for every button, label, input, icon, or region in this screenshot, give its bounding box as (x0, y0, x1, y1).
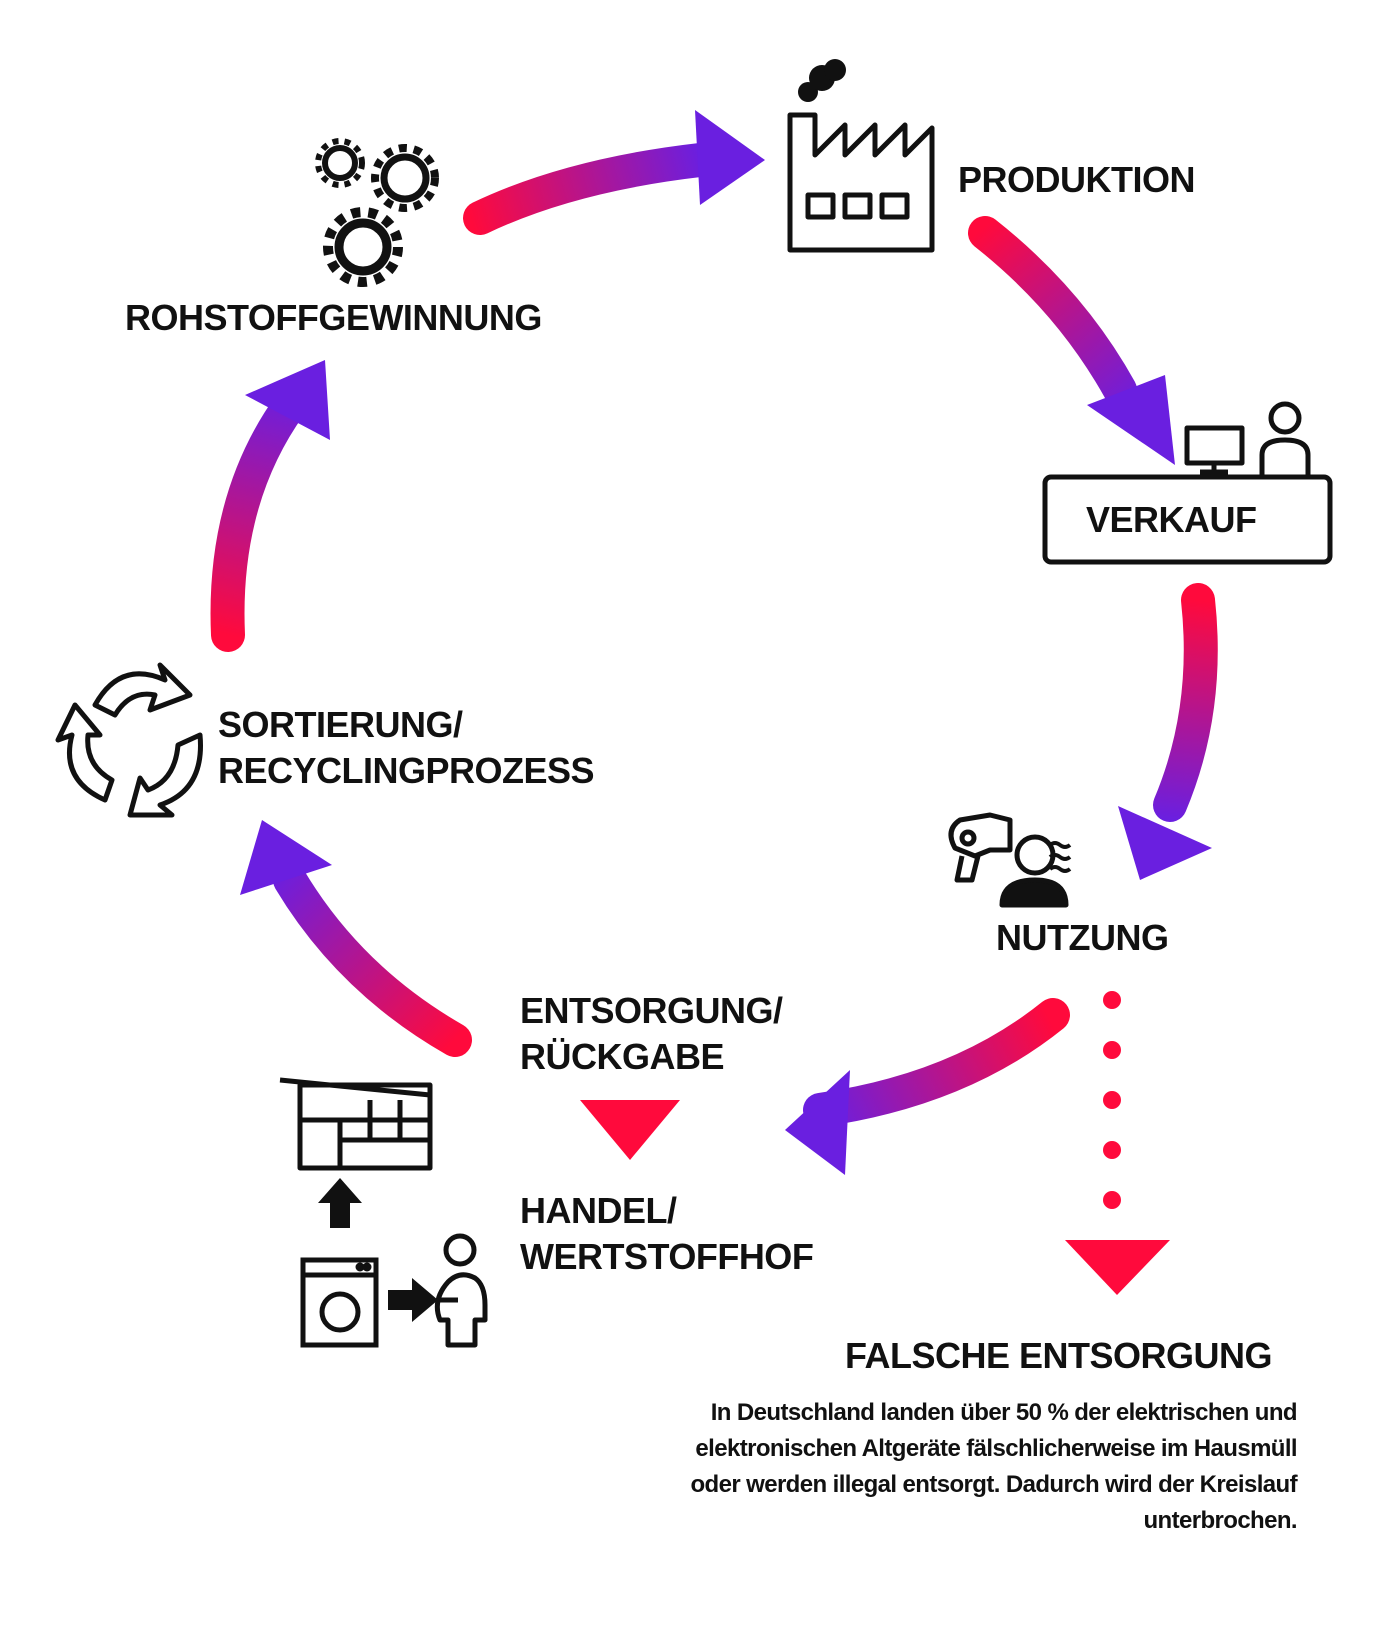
label-rohstoffgewinnung: ROHSTOFFGEWINNUNG (125, 297, 542, 338)
label-sortierung-line1: SORTIERUNG/ (218, 704, 463, 745)
dotted-line-falsche-entsorgung (1103, 991, 1121, 1209)
recycle-icon (55, 662, 203, 818)
label-nutzung: NUTZUNG (996, 917, 1169, 958)
washing-machine-icon (300, 1257, 379, 1348)
label-handel-line1: HANDEL/ (520, 1190, 677, 1231)
building-icon (279, 1077, 433, 1171)
falsche-entsorgung-text: In Deutschland landen über 50 % der elek… (537, 1395, 1297, 1539)
label-verkauf: VERKAUF (1086, 499, 1257, 540)
label-sortierung-line2: RECYCLINGPROZESS (218, 750, 595, 791)
falsche-entsorgung-triangle (1065, 1240, 1170, 1295)
label-entsorgung-line2: RÜCKGABE (520, 1036, 725, 1077)
right-arrow-icon (388, 1278, 438, 1322)
falsche-entsorgung-title: FALSCHE ENTSORGUNG (845, 1335, 1273, 1376)
arrow-entsorgung-to-sortierung (240, 820, 472, 1057)
label-produktion: PRODUKTION (958, 159, 1196, 200)
note-line: In Deutschland landen über 50 % der elek… (710, 1399, 1298, 1426)
hairdryer-person-icon (948, 812, 1072, 908)
person-icon (434, 1233, 488, 1348)
entsorgung-down-triangle (580, 1100, 680, 1160)
arrow-verkauf-to-nutzung (1118, 583, 1218, 880)
label-entsorgung-line1: ENTSORGUNG/ (520, 990, 783, 1031)
arrow-produktion-to-verkauf (968, 216, 1175, 465)
note-line: oder werden illegal entsorgt. Dadurch wi… (690, 1471, 1297, 1498)
note-line: elektronischen Altgeräte fälschlicherwei… (695, 1435, 1297, 1462)
label-handel-line2: WERTSTOFFHOF (520, 1236, 814, 1277)
note-line: unterbrochen. (1143, 1507, 1297, 1534)
shop-counter-icon (1042, 401, 1333, 565)
arrow-nutzung-to-entsorgung (785, 998, 1070, 1175)
factory-icon (787, 59, 935, 253)
arrow-rohstoff-to-produktion (463, 110, 765, 235)
gears-icon (315, 138, 439, 287)
arrow-sortierung-to-rohstoff (210, 360, 330, 652)
up-arrow-icon (318, 1178, 362, 1228)
